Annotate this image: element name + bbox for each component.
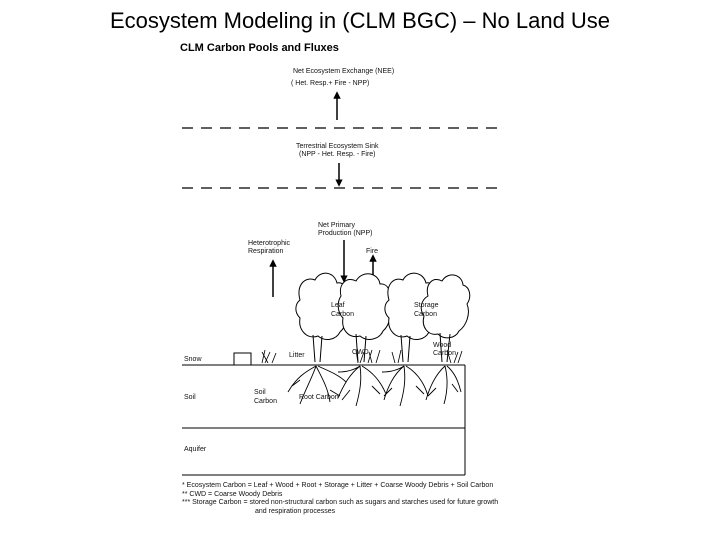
- leaf-carbon-line2: Carbon: [331, 311, 354, 318]
- tree-left: [295, 272, 391, 363]
- snow-pack: [233, 352, 252, 366]
- cwd-label: CWD: [352, 349, 369, 356]
- footnote-ecosystem-carbon: * Ecosystem Carbon = Leaf + Wood + Root …: [182, 482, 494, 489]
- litter-label: Litter: [289, 352, 305, 359]
- page-title: Ecosystem Modeling in (CLM BGC) – No Lan…: [109, 8, 611, 33]
- root-carbon-label: Root Carbon: [299, 394, 339, 401]
- root-system: [287, 365, 462, 407]
- fire-label: Fire: [366, 248, 379, 255]
- sink-label: Terrestrial Ecosystem Sink: [296, 143, 379, 150]
- nee-formula: ( Het. Resp.+ Fire - NPP): [291, 80, 370, 87]
- nee-label: Net Ecosystem Exchange (NEE): [293, 68, 395, 75]
- storage-carbon-line2: Carbon: [414, 311, 437, 318]
- wood-carbon-line1: Wood: [433, 342, 452, 349]
- tree-right: [384, 272, 471, 363]
- npp-label-line2: Production (NPP): [318, 230, 373, 237]
- aquifer-label: Aquifer: [184, 446, 207, 453]
- hr-label-line2: Respiration: [248, 248, 284, 255]
- storage-carbon-line1: Storage: [414, 302, 439, 309]
- diagram-subtitle: CLM Carbon Pools and Fluxes: [180, 42, 339, 54]
- footnote-cwd: ** CWD = Coarse Woody Debris: [182, 490, 283, 498]
- footnote-storage-carbon-cont: and respiration processes: [255, 507, 336, 515]
- footnote-storage-carbon: *** Storage Carbon = stored non-structur…: [182, 499, 499, 507]
- sink-formula: (NPP - Het. Resp. - Fire): [299, 151, 376, 158]
- footnotes: * Ecosystem Carbon = Leaf + Wood + Root …: [182, 482, 498, 516]
- wood-carbon-line2: Carbon: [433, 350, 456, 357]
- leaf-carbon-line1: Leaf: [331, 302, 345, 309]
- soil-carbon-line2: Carbon: [254, 398, 277, 405]
- soil-label: Soil: [184, 394, 196, 401]
- hr-label-line1: Heterotrophic: [248, 240, 291, 247]
- npp-label-line1: Net Primary: [318, 222, 355, 229]
- understory-plants: [261, 349, 463, 364]
- soil-carbon-line1: Soil: [254, 389, 266, 396]
- snow-label: Snow: [184, 356, 202, 363]
